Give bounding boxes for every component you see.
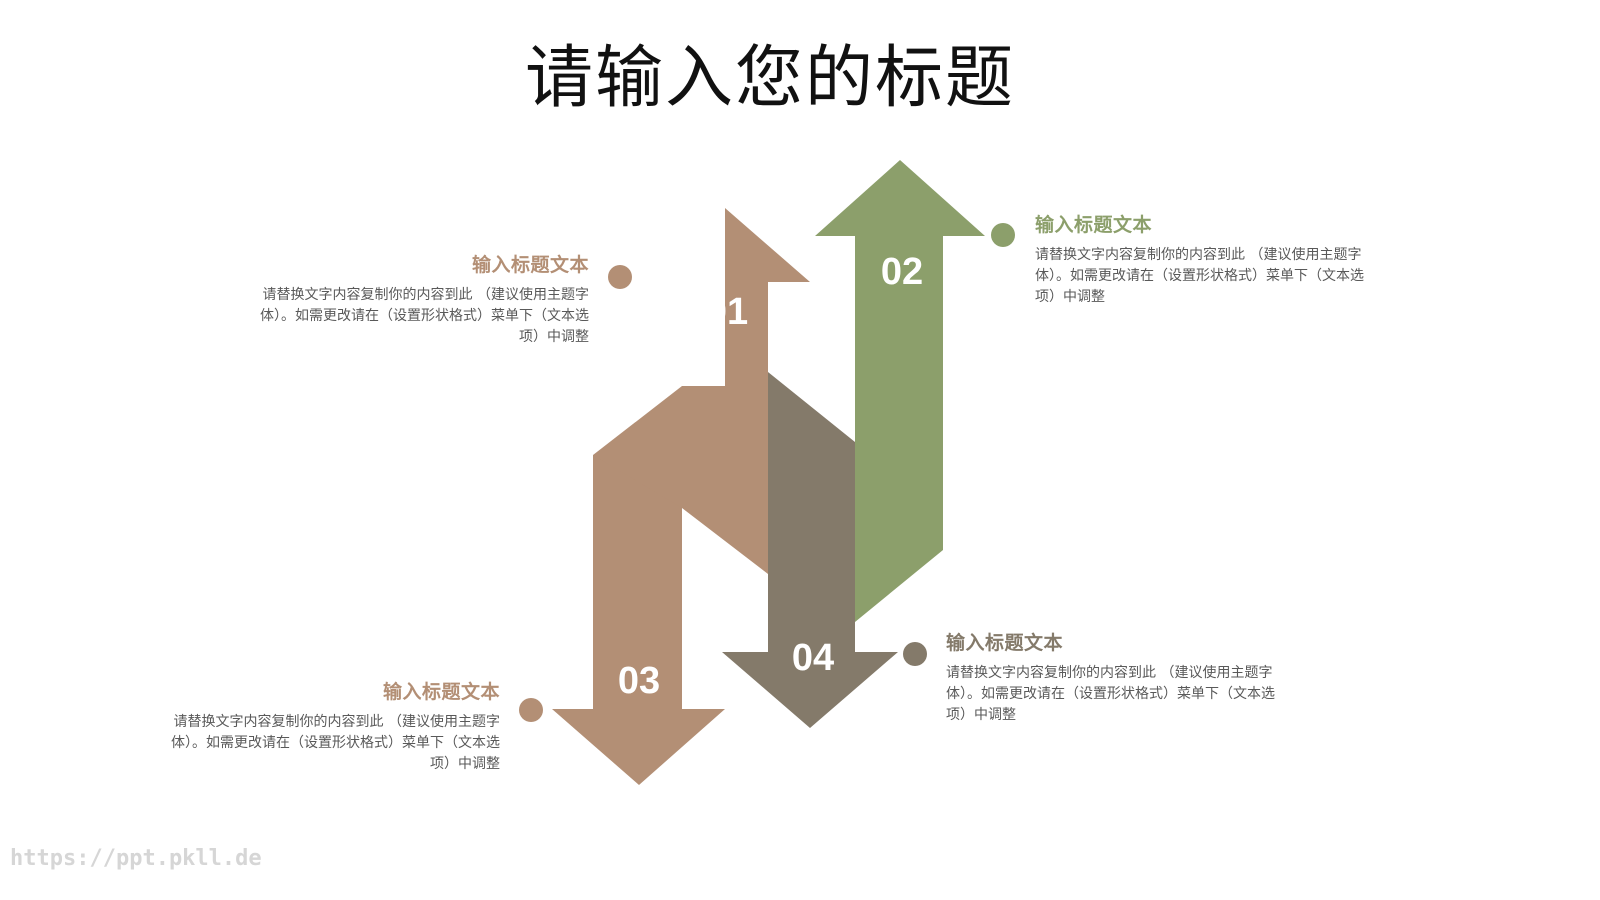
arrow-02-shape	[815, 160, 985, 622]
step-04-body: 请替换文字内容复制你的内容到此 （建议使用主题字体）。如需更改请在（设置形状格式…	[946, 665, 1275, 723]
bullet-dot-03	[519, 698, 543, 722]
step-03-body: 请替换文字内容复制你的内容到此 （建议使用主题字体）。如需更改请在（设置形状格式…	[171, 714, 500, 772]
step-01-body: 请替换文字内容复制你的内容到此 （建议使用主题字体）。如需更改请在（设置形状格式…	[260, 287, 589, 345]
badge-03: 03	[618, 660, 660, 702]
page-title: 请输入您的标题	[524, 39, 1015, 118]
step-02-body: 请替换文字内容复制你的内容到此 （建议使用主题字体）。如需更改请在（设置形状格式…	[1035, 247, 1364, 305]
bullet-dot-02	[991, 223, 1015, 247]
badge-02: 02	[881, 251, 923, 293]
badge-01: 01	[706, 291, 748, 333]
arrow-04-shape	[722, 372, 898, 728]
badge-04: 04	[792, 637, 834, 679]
watermark-url: https://ppt.pkll.de	[10, 846, 262, 871]
step-01-block: 输入标题文本 请替换文字内容复制你的内容到此 （建议使用主题字体）。如需更改请在…	[249, 250, 589, 348]
arrow-01-shape	[682, 208, 810, 574]
step-03-block: 输入标题文本 请替换文字内容复制你的内容到此 （建议使用主题字体）。如需更改请在…	[160, 677, 500, 775]
arrow-03-shoulder	[593, 386, 682, 508]
bullet-dot-01	[608, 265, 632, 289]
bullet-dot-04	[903, 642, 927, 666]
step-01-heading: 输入标题文本	[471, 254, 589, 276]
step-02-block: 输入标题文本 请替换文字内容复制你的内容到此 （建议使用主题字体）。如需更改请在…	[1035, 210, 1385, 308]
step-04-block: 输入标题文本 请替换文字内容复制你的内容到此 （建议使用主题字体）。如需更改请在…	[946, 628, 1296, 726]
step-04-heading: 输入标题文本	[946, 632, 1064, 654]
step-03-heading: 输入标题文本	[382, 681, 500, 703]
step-02-heading: 输入标题文本	[1035, 214, 1153, 236]
